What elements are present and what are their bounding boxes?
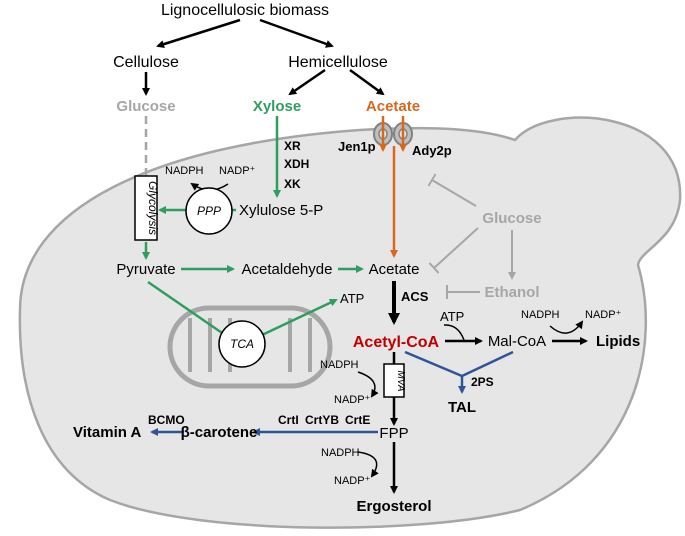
acetaldehyde-label: Acetaldehyde xyxy=(242,261,333,278)
pyruvate-label: Pyruvate xyxy=(116,261,175,278)
mva-box xyxy=(383,363,405,398)
ady2p-label: Ady2p xyxy=(412,143,452,158)
ppp-circle xyxy=(185,187,233,235)
ethanol-label: Ethanol xyxy=(485,284,540,301)
atp-cofactor-mal xyxy=(443,324,465,341)
fpp-label: FPP xyxy=(379,425,408,442)
inhibit-glucose-to-acetate xyxy=(428,227,479,274)
glucose-top-label: Glucose xyxy=(116,98,175,115)
nadph-cofactor-mva xyxy=(357,371,379,398)
crte-label: CrtE xyxy=(345,413,370,427)
lipids-label: Lipids xyxy=(596,333,640,350)
xr-label: XR xyxy=(284,139,301,153)
nadph-erg-label: NADPH xyxy=(321,447,360,459)
beta-carotene-label: β-carotene xyxy=(181,424,258,441)
glucose-right-label: Glucose xyxy=(482,210,541,227)
atp-mal-label: ATP xyxy=(440,309,464,324)
inhibit-glucose-to-transporters xyxy=(427,173,477,207)
acs-label: ACS xyxy=(401,289,429,304)
arrow-hemicellulose-to-acetate xyxy=(349,68,385,96)
nadp-erg-label: NADP⁺ xyxy=(334,475,371,487)
yeast-cell-outline xyxy=(18,116,682,529)
nadp-mva-label: NADP⁺ xyxy=(334,394,371,406)
arrow-tca-to-atp xyxy=(261,298,338,337)
acetate-top-label: Acetate xyxy=(366,98,420,115)
mal-coa-label: Mal-CoA xyxy=(488,333,546,350)
xk-label: XK xyxy=(284,177,301,191)
atp-tca-label: ATP xyxy=(340,291,364,306)
nadph-cofactor-lipids xyxy=(549,320,584,334)
nadph-mva-label: NADPH xyxy=(320,359,359,371)
tca-label: TCA xyxy=(230,337,254,351)
xdh-label: XDH xyxy=(284,157,309,171)
acetyl-coa-label: Acetyl-CoA xyxy=(353,334,440,351)
arrow-biomass-to-hemicellulose xyxy=(259,18,334,48)
mva-label: MVA xyxy=(395,370,406,391)
lignocellulosic-biomass-label: Lignocellulosic biomass xyxy=(161,2,329,19)
crti-label: CrtI xyxy=(278,413,299,427)
ergosterol-label: Ergosterol xyxy=(356,498,431,515)
glycolysis-label: Glycolysis xyxy=(146,181,160,235)
crtyb-label: CrtYB xyxy=(305,413,339,427)
acetate-mid-label: Acetate xyxy=(369,261,420,278)
nadp-lip-label: NADP⁺ xyxy=(585,309,622,321)
tal-label: TAL xyxy=(448,399,476,416)
nadph-lip-label: NADPH xyxy=(521,309,560,321)
arrow-hemicellulose-to-xylose xyxy=(288,68,326,96)
nadph-ppp-label: NADPH xyxy=(165,165,204,177)
ppp-label: PPP xyxy=(197,204,221,218)
tca-circle xyxy=(218,320,266,368)
nadp-ppp-label: NADP⁺ xyxy=(219,165,256,177)
glycolysis-box xyxy=(134,175,158,241)
cellulose-label: Cellulose xyxy=(113,54,179,71)
jen1p-label: Jen1p xyxy=(338,139,376,154)
hemicellulose-label: Hemicellulose xyxy=(288,54,388,71)
arrow-pyruvate-to-tca xyxy=(147,280,226,337)
xylose-label: Xylose xyxy=(253,98,301,115)
arrow-biomass-to-cellulose xyxy=(156,18,241,48)
xylulose-5p-label: Xylulose 5-P xyxy=(239,202,323,219)
nadph-cofactor-erg xyxy=(357,451,379,478)
vitamin-a-label: Vitamin A xyxy=(73,424,142,441)
two-ps-label: 2PS xyxy=(471,375,494,389)
bcmo-label: BCMO xyxy=(148,413,185,427)
